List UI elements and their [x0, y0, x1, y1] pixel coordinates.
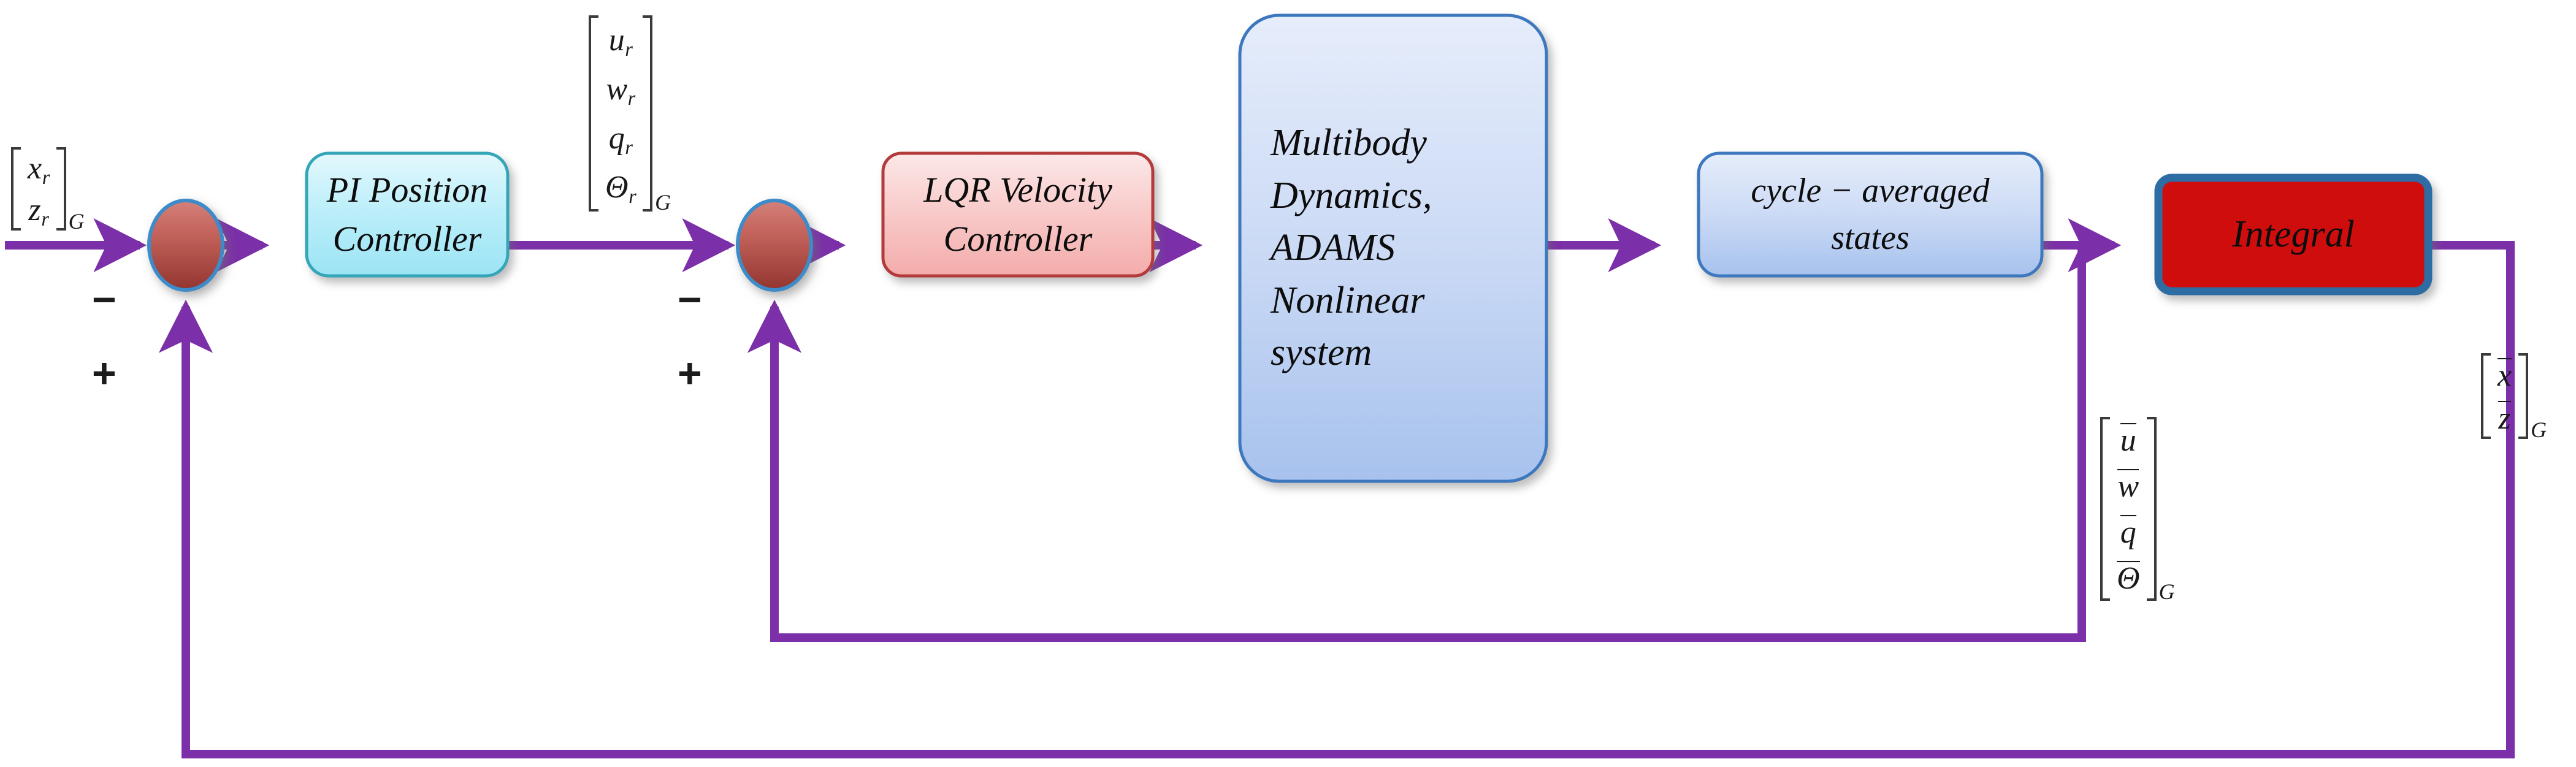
vector-bracket-right [643, 15, 653, 212]
overbar-wrapper: z [2498, 400, 2511, 436]
lqr-velocity-controller-block[interactable] [881, 151, 1155, 278]
pi-position-controller-block[interactable] [305, 151, 510, 278]
outer-position-feedback-path [158, 241, 2515, 758]
vector-row: qr [608, 120, 633, 159]
vector-row: w [2117, 463, 2139, 509]
cycle-averaged-states-block[interactable] [1697, 151, 2044, 278]
vector-row: xr [28, 150, 50, 189]
vector-bracket-left [2100, 417, 2110, 601]
integral-block[interactable] [2154, 174, 2433, 296]
overbar-wrapper: x [2498, 357, 2512, 393]
vector-row: zr [28, 192, 49, 231]
vector-row: z [2498, 396, 2511, 439]
vector-bracket-left [589, 15, 598, 212]
vector-row-subscript: r [625, 38, 633, 61]
vector-row-subscript: r [625, 136, 633, 159]
vector-bracket-right [2146, 417, 2157, 601]
vector-frame-subscript: G [68, 209, 85, 234]
vector-bracket-right [2518, 353, 2529, 439]
vector-row-subscript: r [629, 185, 636, 208]
vector-row: x [2498, 353, 2512, 396]
overbar-wrapper: u [2120, 423, 2136, 458]
overbar-wrapper: q [2120, 515, 2136, 550]
vector-frame-subscript: G [2531, 418, 2547, 442]
vector-row: Θr [605, 169, 636, 208]
vector-row-subscript: r [627, 87, 636, 110]
multibody-dynamics-plant-block[interactable] [1238, 13, 1548, 483]
vector-bracket-left [11, 147, 21, 231]
vector-row-subscript: r [42, 166, 50, 189]
overbar-wrapper: Θ [2117, 561, 2140, 596]
vector-row: u [2120, 417, 2136, 463]
vector-bracket-left [2481, 353, 2491, 439]
vector-row-subscript: r [41, 208, 49, 231]
vector-row: wr [606, 71, 636, 110]
vector-row: q [2120, 509, 2136, 555]
inner-velocity-feedback-path [747, 245, 2086, 642]
vector-frame-subscript: G [2158, 579, 2175, 604]
overbar-wrapper: w [2117, 469, 2139, 504]
vector-row: Θ [2117, 555, 2140, 601]
vector-bracket-right [56, 147, 66, 231]
position-error-summing-junction[interactable] [147, 199, 224, 292]
vector-frame-subscript: G [655, 190, 671, 215]
vector-row: ur [608, 22, 633, 61]
velocity-error-summing-junction[interactable] [736, 199, 813, 292]
